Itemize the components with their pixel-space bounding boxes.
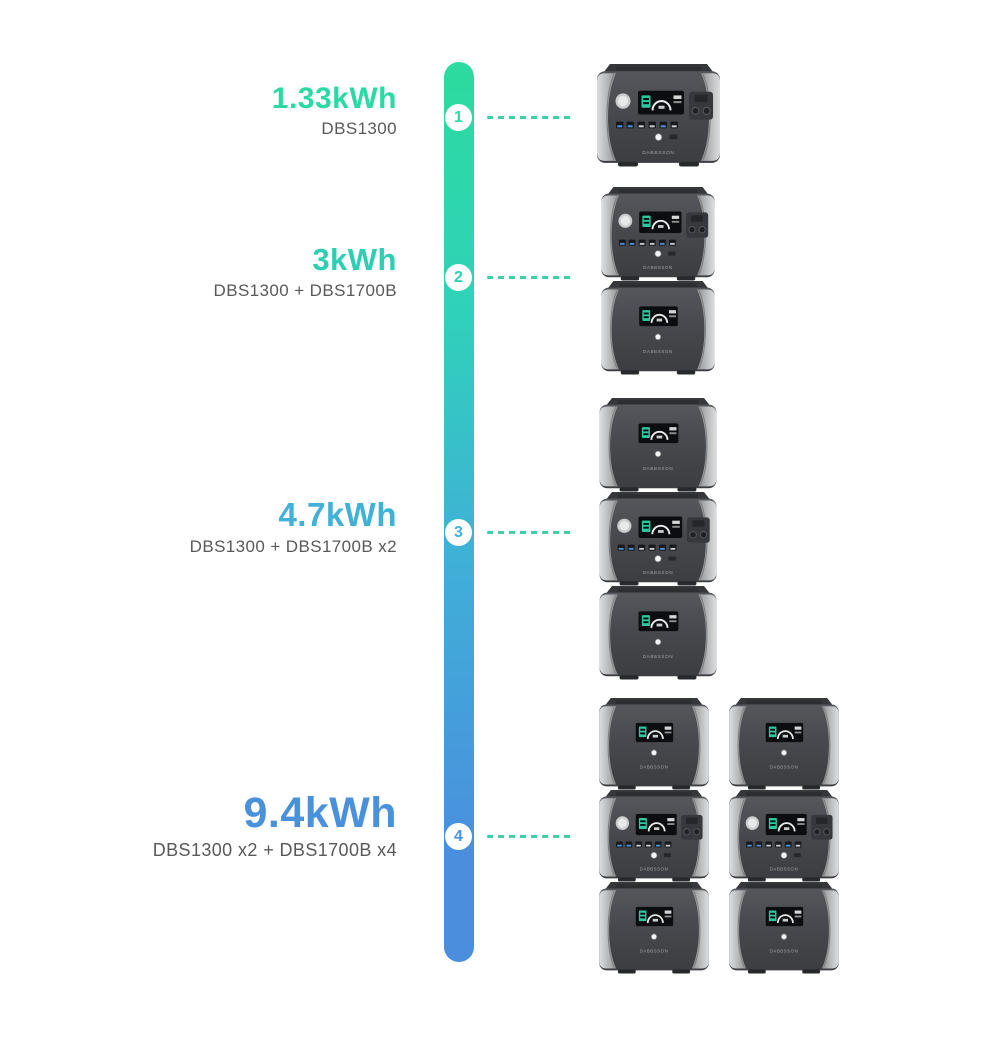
expansion-battery-dbs1700b <box>593 698 715 790</box>
expansion-battery-dbs1700b <box>593 398 723 492</box>
level-2-label: 3kWh DBS1300 + DBS1700B <box>213 242 397 301</box>
capacity-value-1: 1.33kWh <box>271 82 397 115</box>
step-number-2: 2 <box>454 268 463 286</box>
capacity-value-2: 3kWh <box>312 242 397 277</box>
power-station-dbs1300 <box>590 64 727 167</box>
model-combo-2: DBS1300 + DBS1700B <box>213 280 397 300</box>
power-station-dbs1300 <box>723 790 845 882</box>
expansion-battery-dbs1700b <box>723 882 845 974</box>
power-station-dbs1300 <box>593 790 715 882</box>
expansion-battery-dbs1700b <box>595 281 721 375</box>
step-marker-1: 1 <box>445 104 472 131</box>
timeline-bar <box>444 62 474 962</box>
step-marker-4: 4 <box>445 823 472 850</box>
expansion-battery-dbs1700b <box>723 698 845 790</box>
capacity-value-4: 9.4kWh <box>243 789 397 837</box>
level-4-label: 9.4kWh DBS1300 x2 + DBS1700B x4 <box>153 789 397 861</box>
level-1-label: 1.33kWh DBS1300 <box>272 82 397 139</box>
expansion-battery-dbs1700b <box>593 882 715 974</box>
connector-line-3 <box>487 531 575 534</box>
level-3-label: 4.7kWh DBS1300 + DBS1700B x2 <box>189 496 397 557</box>
power-station-dbs1300 <box>593 492 723 586</box>
connector-line-4 <box>487 835 575 838</box>
capacity-value-3: 4.7kWh <box>278 496 397 533</box>
model-combo-1: DBS1300 <box>321 118 397 138</box>
model-combo-4: DBS1300 x2 + DBS1700B x4 <box>152 840 397 861</box>
step-number-4: 4 <box>454 827 463 845</box>
power-station-dbs1300 <box>595 187 721 281</box>
step-number-1: 1 <box>454 108 463 126</box>
step-marker-2: 2 <box>445 264 472 291</box>
step-marker-3: 3 <box>445 519 472 546</box>
connector-line-1 <box>487 116 575 119</box>
connector-line-2 <box>487 276 575 279</box>
step-number-3: 3 <box>454 523 463 541</box>
model-combo-3: DBS1300 + DBS1700B x2 <box>189 536 397 556</box>
expansion-battery-dbs1700b <box>593 586 723 680</box>
